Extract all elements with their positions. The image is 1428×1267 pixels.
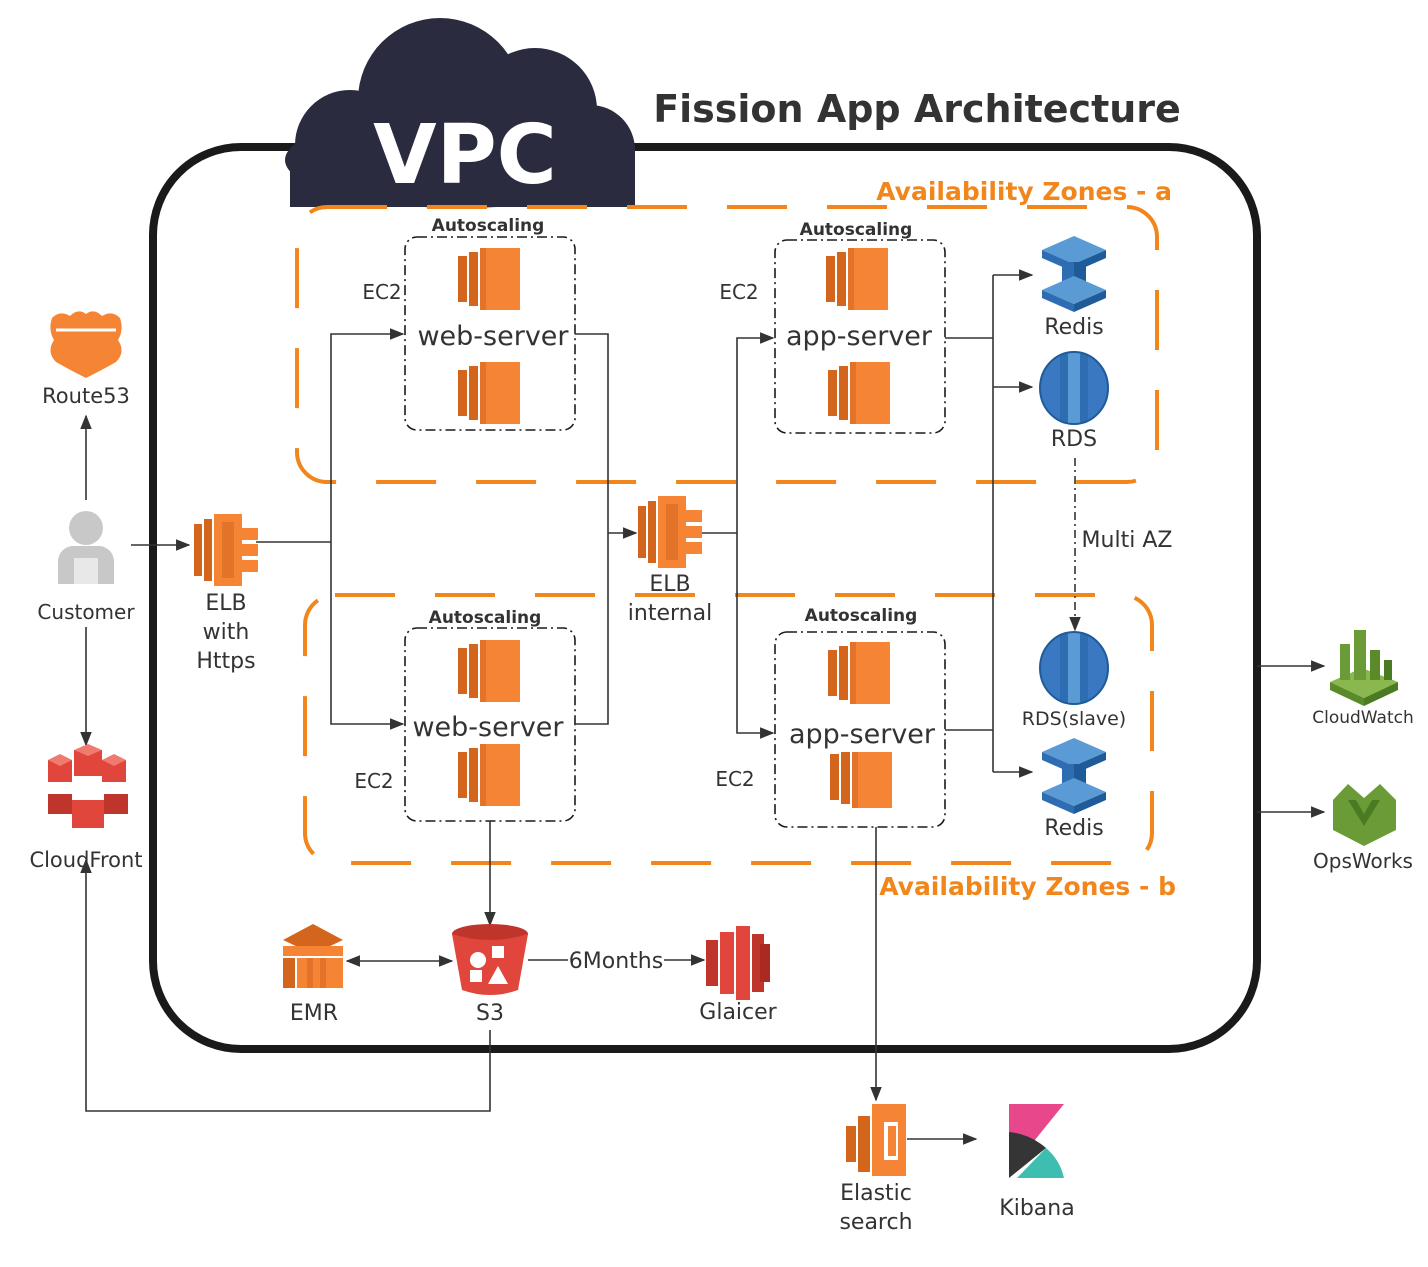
ec2-instance-icon: [826, 248, 888, 310]
autoscaling-group-app-a: [774, 239, 946, 434]
cloudwatch-icon: [1330, 630, 1398, 706]
availability-zone-b: [303, 593, 1154, 865]
opsworks-label: OpsWorks: [1313, 849, 1413, 873]
glacier-label: Glaicer: [699, 1000, 777, 1025]
autoscaling-label: Autoscaling: [432, 216, 545, 236]
elb-https-icon: [194, 514, 258, 586]
user-icon: [58, 511, 114, 584]
vpc-cloud-icon: [285, 18, 635, 208]
ec2-instance-icon: [458, 248, 520, 310]
autoscaling-label: Autoscaling: [800, 220, 913, 240]
rds-icon: [1039, 351, 1109, 425]
ec2-label: EC2: [715, 767, 754, 791]
autoscaling-label: Autoscaling: [429, 608, 542, 628]
cloudfront-icon: [48, 744, 128, 828]
autoscaling-label: Autoscaling: [805, 606, 918, 626]
redis-icon: [1042, 236, 1106, 312]
s3-label: S3: [476, 1001, 504, 1026]
kibana-label: Kibana: [999, 1196, 1074, 1221]
ec2-label: EC2: [719, 280, 758, 304]
elb-https-label: with: [203, 620, 250, 645]
route53-label: Route53: [42, 384, 130, 408]
redis-label: Redis: [1044, 315, 1103, 340]
ec2-instance-icon: [828, 642, 890, 704]
web-server-label: web-server: [412, 712, 564, 743]
customer-label: Customer: [37, 600, 135, 624]
route53-icon: [50, 311, 122, 378]
emr-label: EMR: [290, 1001, 338, 1026]
rds-label: RDS: [1051, 427, 1097, 452]
vpc-label: VPC: [373, 108, 557, 203]
s3-bucket-icon: [452, 924, 528, 995]
page-title: Fission App Architecture: [653, 87, 1181, 131]
elasticsearch-icon: [846, 1104, 906, 1176]
elasticsearch-label: search: [839, 1210, 912, 1235]
retention-label: 6Months: [569, 949, 663, 974]
emr-icon: [283, 924, 343, 988]
ec2-label: EC2: [362, 280, 401, 304]
app-server-label: app-server: [789, 719, 936, 750]
ec2-instance-icon: [828, 362, 890, 424]
zone-a-label: Availability Zones - a: [876, 177, 1172, 206]
zone-b-label: Availability Zones - b: [879, 872, 1176, 901]
elasticsearch-label: Elastic: [840, 1181, 912, 1206]
elb-internal-icon: [638, 496, 702, 568]
multi-az-label: Multi AZ: [1082, 528, 1173, 553]
ec2-instance-icon: [458, 362, 520, 424]
rds-slave-icon: [1039, 631, 1109, 705]
ec2-instance-icon: [458, 744, 520, 806]
glacier-icon: [706, 926, 770, 1000]
opsworks-icon: [1333, 784, 1396, 846]
cloudfront-label: CloudFront: [29, 848, 142, 872]
ec2-instance-icon: [458, 640, 520, 702]
elb-https-label: ELB: [205, 591, 246, 616]
cloudwatch-label: CloudWatch: [1312, 708, 1414, 728]
autoscaling-group-app-b: [774, 631, 946, 828]
kibana-icon: [1009, 1104, 1064, 1178]
web-server-label: web-server: [417, 321, 569, 352]
app-server-label: app-server: [786, 321, 933, 352]
elb-https-label: Https: [196, 649, 255, 674]
availability-zone-a: [295, 205, 1159, 484]
vpc-boundary: [149, 143, 1261, 1053]
elb-internal-label: internal: [628, 601, 712, 626]
redis-label: Redis: [1044, 816, 1103, 841]
ec2-label: EC2: [354, 769, 393, 793]
rds-slave-label: RDS(slave): [1022, 708, 1126, 730]
redis-icon: [1042, 738, 1106, 814]
ec2-instance-icon: [830, 746, 892, 808]
elb-internal-label: ELB: [649, 572, 690, 597]
